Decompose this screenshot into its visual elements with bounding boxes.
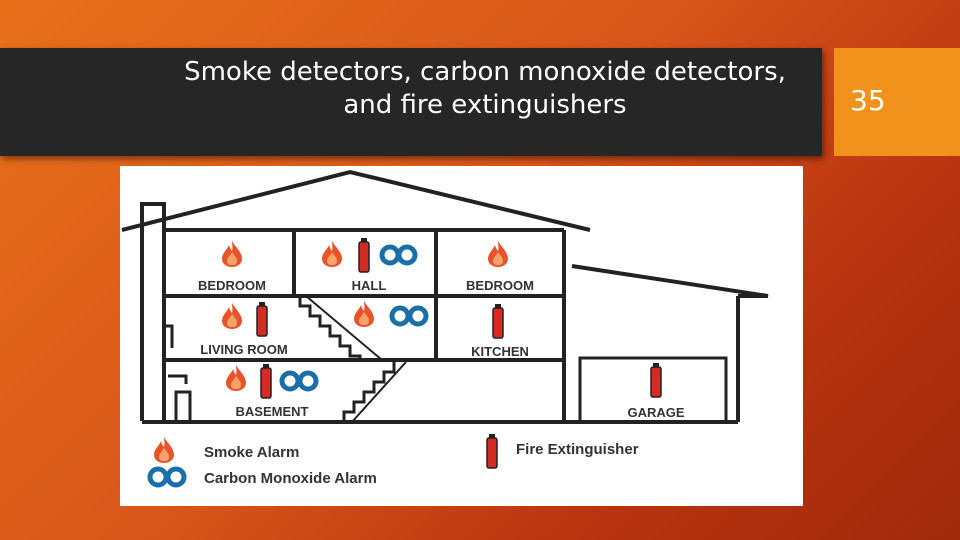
smoke-alarm-icon bbox=[354, 301, 374, 327]
chimney bbox=[140, 202, 166, 421]
upper-stair-rail bbox=[305, 295, 383, 361]
upper-stairs bbox=[298, 296, 380, 362]
co-alarm-icon bbox=[279, 370, 319, 392]
smoke-alarm-icon bbox=[488, 241, 508, 267]
title-line-2: and fire extinguishers bbox=[343, 90, 627, 120]
fire-extinguisher-icon bbox=[260, 363, 272, 399]
fire-extinguisher-icon bbox=[650, 362, 662, 398]
slide-number-box: 35 bbox=[834, 48, 960, 156]
fire-extinguisher-icon bbox=[358, 237, 370, 273]
label-basement: BASEMENT bbox=[236, 404, 309, 419]
basement-unit bbox=[174, 390, 192, 424]
smoke-alarm-icon bbox=[226, 365, 246, 391]
garage-door bbox=[578, 356, 728, 422]
smoke-alarm-icon bbox=[322, 241, 342, 267]
house-diagram-svg: BEDROOM HALL BEDROOM LIVING ROOM KITCHEN… bbox=[121, 169, 769, 488]
legend-co-icon bbox=[147, 466, 187, 488]
main-roof bbox=[121, 169, 591, 232]
alarm-icons bbox=[222, 237, 662, 399]
fire-extinguisher-icon bbox=[492, 303, 504, 339]
smoke-alarm-icon bbox=[222, 241, 242, 267]
stairs bbox=[298, 295, 407, 423]
garage-roof bbox=[571, 264, 769, 298]
label-hall: HALL bbox=[352, 278, 387, 293]
lower-stair-rail bbox=[351, 361, 407, 423]
legend-smoke-icon bbox=[154, 437, 174, 463]
legend-extinguisher-icon bbox=[486, 433, 498, 469]
co-alarm-icon bbox=[389, 305, 429, 327]
co-alarm-icon bbox=[379, 244, 418, 266]
legend-co-label: Carbon Monoxide Alarm bbox=[204, 470, 377, 487]
title-line-1: Smoke detectors, carbon monoxide detecto… bbox=[184, 57, 786, 87]
legend-extinguisher-label: Fire Extinguisher bbox=[516, 441, 639, 458]
house-structure bbox=[121, 169, 769, 424]
label-bedroom-left: BEDROOM bbox=[198, 278, 266, 293]
legend: Smoke Alarm Carbon Monoxide Alarm Fire E… bbox=[147, 433, 639, 488]
legend-smoke-label: Smoke Alarm bbox=[204, 444, 299, 461]
label-living-room: LIVING ROOM bbox=[200, 342, 287, 357]
basement-pipe bbox=[168, 374, 188, 384]
slide-title: Smoke detectors, carbon monoxide detecto… bbox=[140, 56, 830, 122]
fire-extinguisher-icon bbox=[256, 301, 268, 337]
title-bar: Smoke detectors, carbon monoxide detecto… bbox=[0, 48, 822, 156]
house-diagram: BEDROOM HALL BEDROOM LIVING ROOM KITCHEN… bbox=[120, 166, 803, 506]
slide-number: 35 bbox=[850, 84, 886, 117]
label-kitchen: KITCHEN bbox=[471, 344, 529, 359]
lower-stairs bbox=[342, 362, 396, 422]
fireplace-ledge bbox=[164, 324, 174, 348]
smoke-alarm-icon bbox=[222, 303, 242, 329]
label-bedroom-right: BEDROOM bbox=[466, 278, 534, 293]
label-garage: GARAGE bbox=[627, 405, 684, 420]
